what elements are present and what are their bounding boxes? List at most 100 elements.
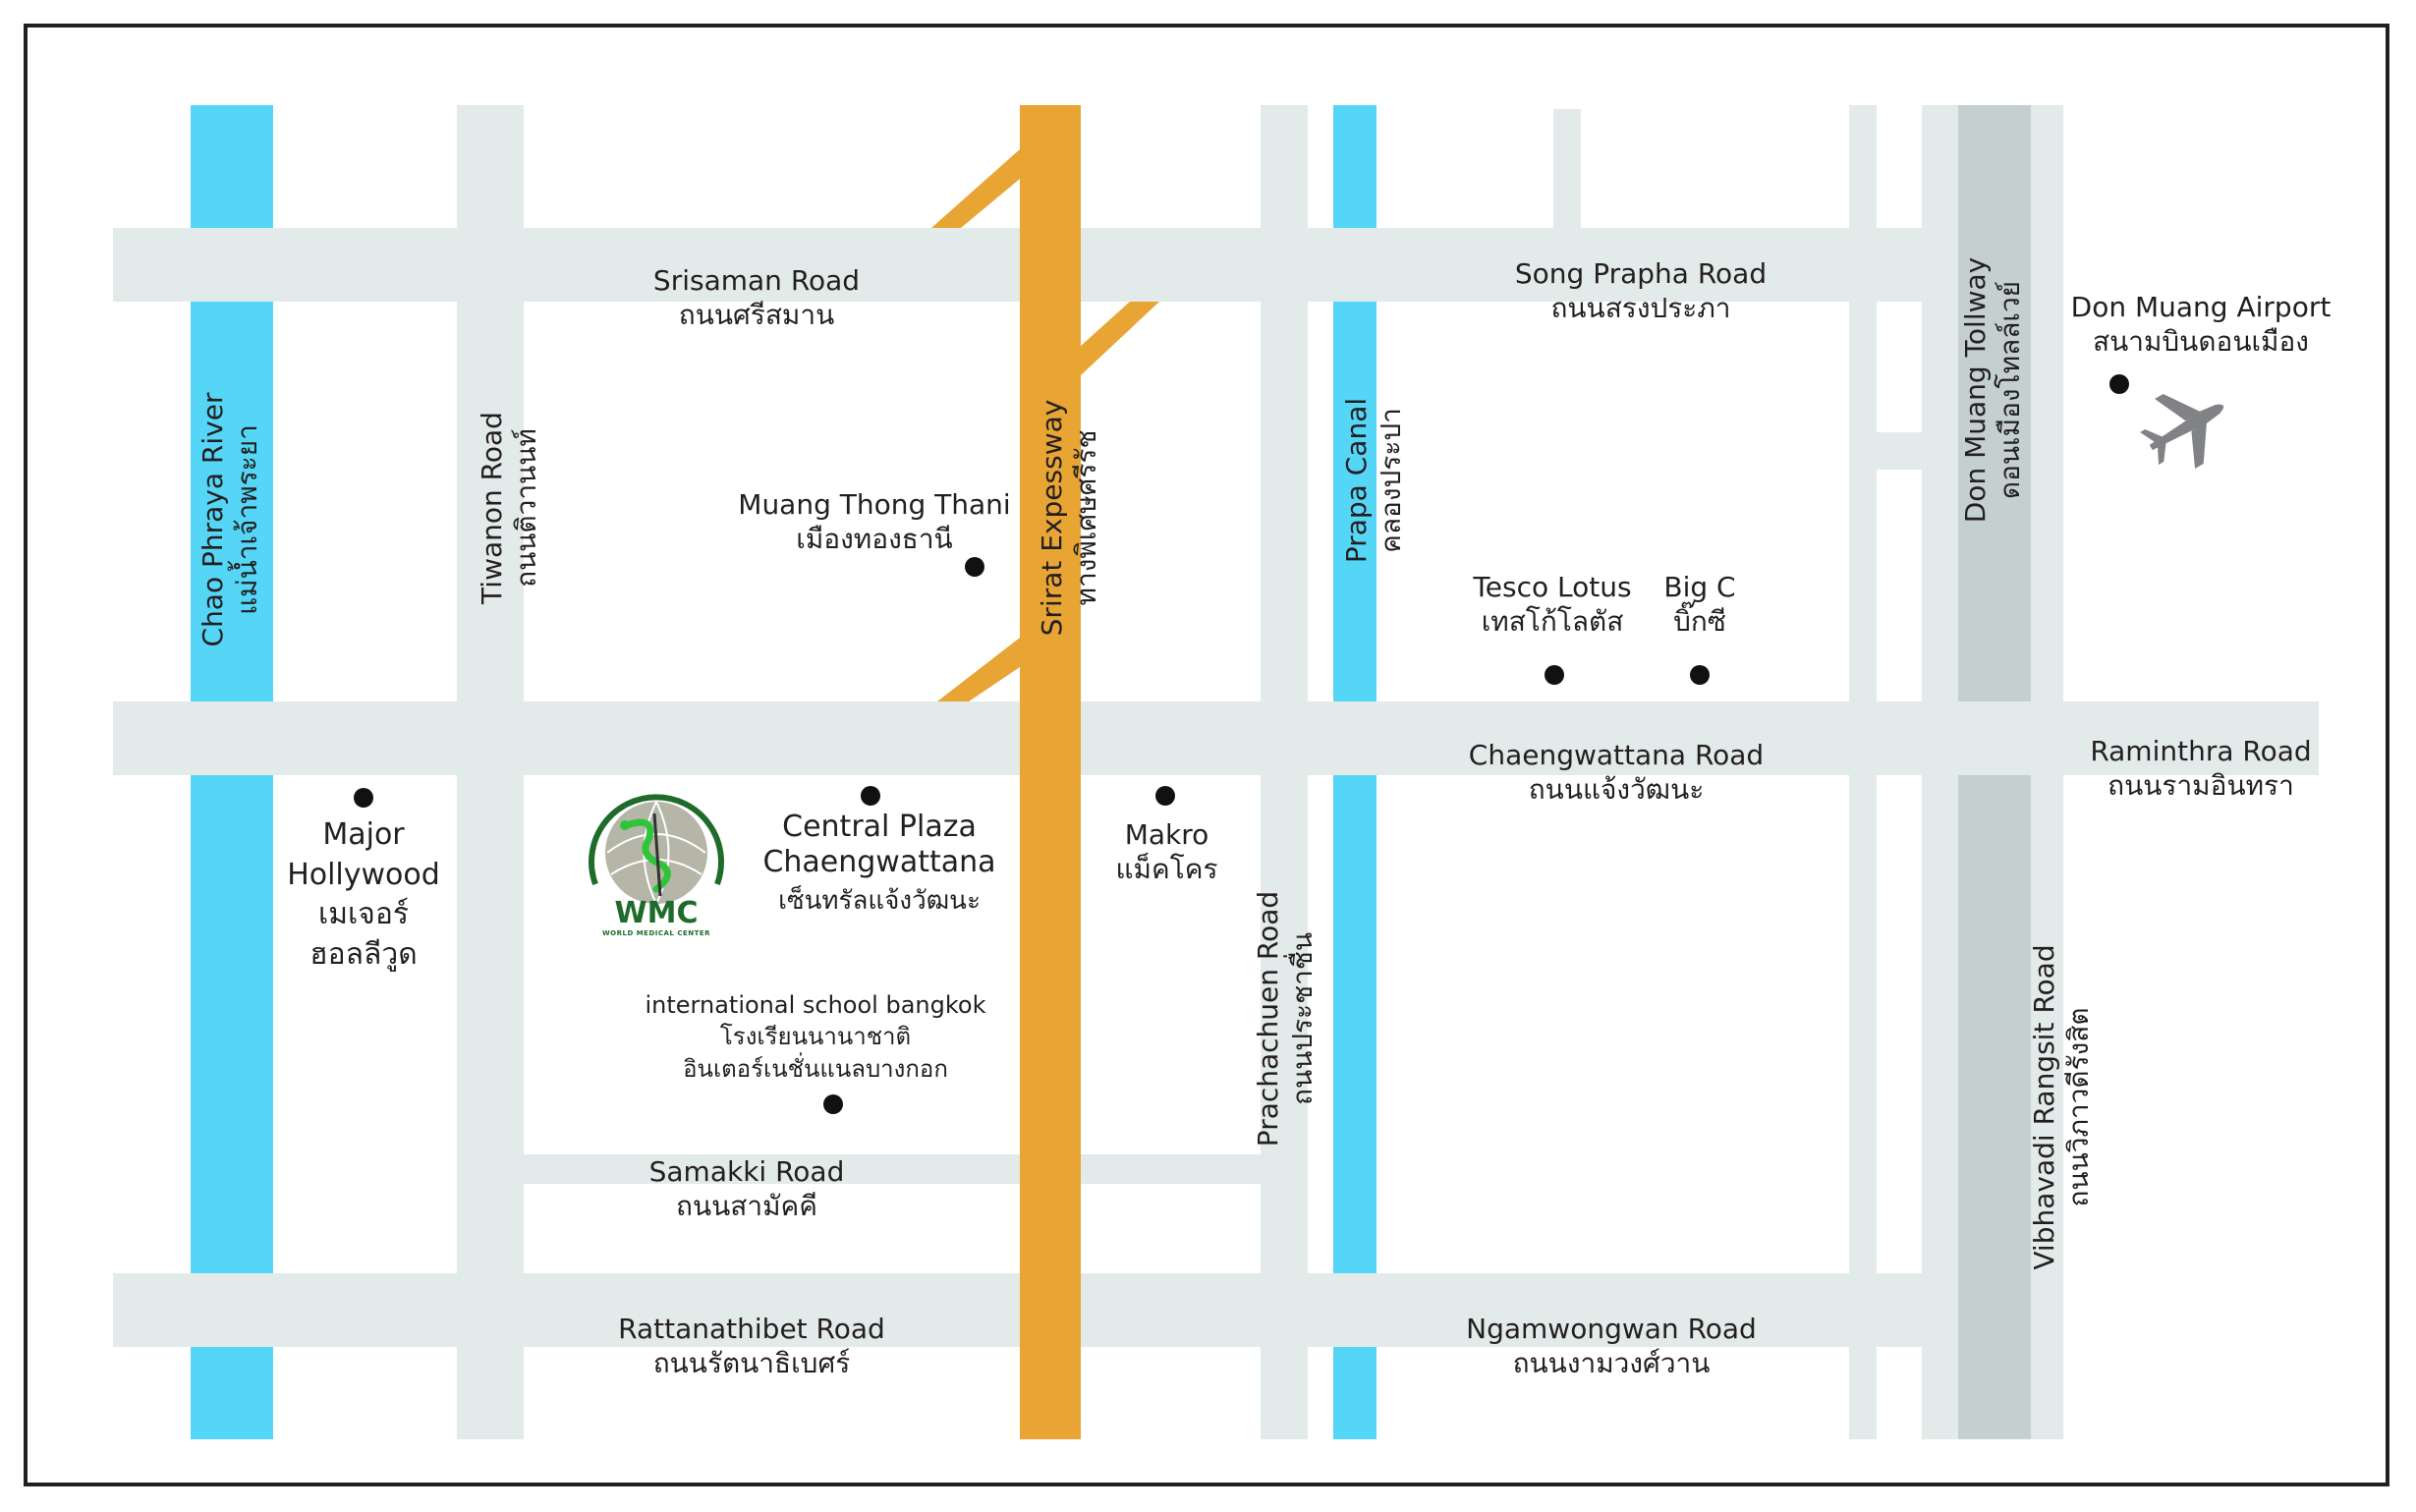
raminthra-th: ถนนรามอินทรา	[2107, 769, 2294, 802]
srirat-expressway	[1020, 105, 1081, 1439]
wmc-logo: WMC WORLD MEDICAL CENTER	[578, 786, 735, 943]
central-th: เซ็นทรัลแจ้งวัฒนะ	[778, 886, 981, 916]
airplane-icon	[2140, 393, 2224, 470]
prapa-canal-south2	[1333, 1347, 1377, 1439]
prapa-canal-north	[1333, 105, 1377, 228]
ramp-north-lower	[1081, 302, 1159, 375]
samakki-en: Samakki Road	[648, 1155, 845, 1188]
rattanathibet-en: Rattanathibet Road	[618, 1313, 885, 1345]
vibhavadi-rangsit-road-label: Vibhavadi Rangsit Road ถนนวิภาวดีรังสิต	[2027, 940, 2100, 1274]
ngamwongwan-road-label: Ngamwongwan Road ถนนงามวงศ์วาน	[1454, 1312, 1769, 1380]
srisaman-en: Srisaman Road	[652, 264, 861, 297]
don-muang-tollway-label: Don Muang Tollway ดอนเมืองโทลล์เวย์	[1958, 243, 2031, 537]
major-hollywood-label: Major Hollywood เมเจอร์ ฮอลลีวูด	[265, 815, 462, 975]
samakki-road-label: Samakki Road ถนนสามัคคี	[629, 1154, 865, 1223]
chaengwattana-road-label: Chaengwattana Road ถนนแจ้งวัฒนะ	[1454, 738, 1778, 807]
chao-phraya-en: Chao Phraya River	[197, 392, 229, 647]
prapa-canal-label: Prapa Canal คลองประปา	[1339, 382, 1412, 579]
isb-th1: โรงเรียนนานาชาติ	[719, 1023, 912, 1051]
central-plaza-label: Central Plaza Chaengwattana เซ็นทรัลแจ้ง…	[737, 810, 1022, 917]
wmc-globe-icon	[589, 794, 724, 905]
prapa-th: คลองประปา	[1375, 408, 1407, 553]
tiwanon-en: Tiwanon Road	[476, 412, 508, 604]
raminthra-en: Raminthra Road	[2090, 735, 2312, 767]
song-prapha-road-label: Song Prapha Road ถนนสรงประภา	[1493, 256, 1788, 325]
prapa-canal-mid	[1333, 302, 1377, 701]
srirat-th: ทางพิเศษศรีรัช	[1070, 429, 1102, 606]
major-en2: Hollywood	[287, 857, 440, 892]
international-school-marker	[823, 1094, 843, 1114]
tiwanon-road-label: Tiwanon Road ถนนติวานนท์	[475, 390, 547, 626]
prachachuen-en: Prachachuen Road	[1252, 890, 1284, 1148]
makro-marker	[1155, 786, 1175, 806]
small-road-song-prapha	[1553, 109, 1581, 232]
tesco-lotus-marker	[1545, 665, 1564, 685]
prachachuen-th: ถนนประชาชื่น	[1286, 932, 1319, 1105]
srisaman-road-label: Srisaman Road ถนนศรีสมาน	[619, 263, 894, 332]
makro-en: Makro	[1124, 818, 1209, 851]
wmc-abbr: WMC	[614, 896, 699, 930]
bigc-en: Big C	[1663, 571, 1736, 603]
central-plaza-marker	[861, 786, 880, 806]
muang-thong-thani-label: Muang Thong Thani เมืองทองธานี	[727, 487, 1022, 556]
major-hollywood-marker	[354, 788, 373, 808]
samakki-road	[524, 1154, 1261, 1184]
srirat-expressway-label: Srirat Expessway ทางพิเศษศรีรัช	[1035, 380, 1107, 655]
song-prapha-en: Song Prapha Road	[1514, 257, 1768, 290]
prapa-en: Prapa Canal	[1340, 397, 1373, 564]
prachachuen-road-label: Prachachuen Road ถนนประชาชื่น	[1251, 881, 1323, 1156]
muang-thong-thani-marker	[965, 557, 984, 577]
wmc-full-name: WORLD MEDICAL CENTER	[601, 929, 711, 937]
map-frame	[24, 24, 2389, 1486]
don-muang-tollway-south	[1958, 775, 2031, 1439]
vertical-road-right	[1849, 105, 1877, 1439]
prachachuen-road	[1261, 105, 1308, 1439]
major-th1: เมเจอร์	[318, 897, 409, 931]
international-school-label: international school bangkok โรงเรียนนาน…	[629, 989, 1002, 1085]
rattanathibet-road-label: Rattanathibet Road ถนนรัตนาธิเบศร์	[590, 1312, 914, 1380]
chao-phraya-river-north	[191, 105, 273, 228]
don-muang-tollway-north	[1958, 105, 2031, 701]
airport-en: Don Muang Airport	[2070, 291, 2332, 323]
isb-en: international school bangkok	[645, 991, 986, 1019]
airport-th: สนามบินดอนเมือง	[2093, 325, 2309, 358]
chao-phraya-river-label: Chao Phraya River แม่น้ำเจ้าพระยา	[196, 382, 268, 657]
ngamwongwan-th: ถนนงามวงศ์วาน	[1512, 1347, 1711, 1379]
makro-label: Makro แม็คโคร	[1100, 817, 1233, 886]
tesco-lotus-label: Tesco Lotus เทสโก้โลตัส	[1454, 570, 1651, 639]
tesco-en: Tesco Lotus	[1473, 571, 1632, 603]
major-th2: ฮอลลีวูด	[309, 936, 418, 972]
chao-phraya-river-mid	[191, 302, 273, 701]
isb-th2: อินเตอร์เนชั่นแนลบางกอก	[683, 1054, 948, 1083]
big-c-label: Big C บิ๊กซี	[1651, 570, 1749, 639]
big-c-marker	[1690, 665, 1710, 685]
srisaman-th: ถนนศรีสมาน	[678, 299, 835, 331]
bigc-th: บิ๊กซี	[1673, 605, 1726, 638]
tiwanon-th: ถนนติวานนท์	[510, 428, 542, 588]
makro-th: แม็คโคร	[1115, 853, 1218, 885]
chaengwattana-en: Chaengwattana Road	[1468, 739, 1765, 771]
tollway-en: Don Muang Tollway	[1959, 256, 1992, 524]
tollway-th: ดอนเมืองโทลล์เวย์	[1994, 280, 2026, 500]
prapa-canal-south1	[1333, 775, 1377, 1273]
chaengwattana-th: ถนนแจ้งวัฒนะ	[1528, 773, 1705, 806]
vibhavadi-en: Vibhavadi Rangsit Road	[2028, 944, 2060, 1270]
ramp-north-upper	[931, 149, 1020, 228]
vibhavadi-th: ถนนวิภาวดีรังสิต	[2062, 1007, 2095, 1207]
major-en1: Major	[322, 817, 405, 852]
chao-phraya-river-south1	[191, 775, 273, 1273]
tiwanon-road	[457, 105, 524, 1439]
ngamwongwan-en: Ngamwongwan Road	[1466, 1313, 1757, 1345]
rattanathibet-th: ถนนรัตนาธิเบศร์	[652, 1347, 851, 1379]
central-en2: Chaengwattana	[762, 845, 996, 879]
chao-phraya-th: แม่น้ำเจ้าพระยา	[231, 424, 263, 615]
srirat-en: Srirat Expessway	[1036, 399, 1068, 637]
don-muang-airport-label: Don Muang Airport สนามบินดอนเมือง	[2044, 290, 2358, 359]
airport-marker	[2109, 374, 2129, 394]
song-prapha-th: ถนนสรงประภา	[1550, 292, 1731, 324]
muang-thong-en: Muang Thong Thani	[738, 488, 1011, 521]
central-en1: Central Plaza	[782, 810, 977, 844]
chao-phraya-river-south2	[191, 1347, 273, 1439]
ramp-south	[937, 638, 1020, 701]
